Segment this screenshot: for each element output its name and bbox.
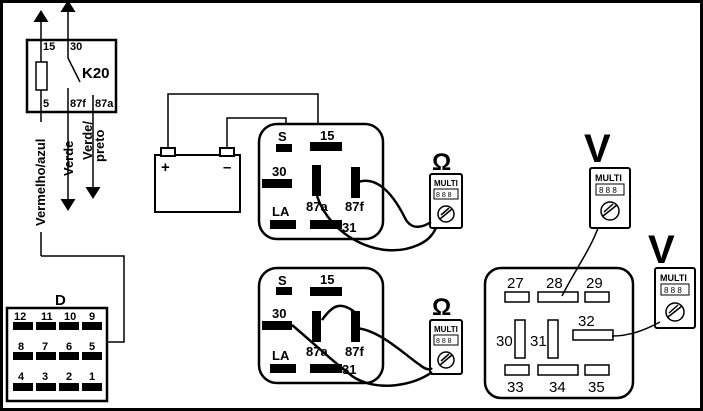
meter-digits: 8 8 8 [599,186,617,195]
meter-brand: MULTI [660,273,687,283]
meter-display [595,183,625,196]
d-pin: 6 [66,341,72,353]
socket-30: 30 [496,333,513,350]
meter-digits: 8 8 8 [436,192,452,199]
relay-bottom-87f: 87f [345,344,364,359]
d-pin: 12 [14,311,26,323]
d-pin: 2 [66,371,72,383]
relay-top-30: 30 [272,164,286,179]
relay-bottom-87a: 87a [306,344,328,359]
k20-pin-15: 15 [43,41,55,53]
socket-33: 33 [507,379,524,396]
meter-display [433,334,459,346]
relay-top: S 15 30 87a 87f LA 31 [257,122,385,241]
meter-digits: 8 8 8 [436,338,452,345]
relay-bottom: S 15 30 87a 87f LA 31 [257,266,385,385]
connector-d: D 12 11 10 9 8 7 6 5 4 3 2 1 [5,292,109,403]
volt-symbol-1: V [584,127,611,171]
socket-27: 27 [507,275,524,292]
meter-display [433,188,459,200]
socket-35: 35 [588,379,605,396]
relay-top-la: LA [272,204,290,219]
relay-top-s: S [278,129,287,144]
meter-display [660,283,690,296]
ohm-symbol-bottom: Ω [432,294,451,321]
volt-symbol-2: V [648,228,675,272]
relay-bottom-s: S [278,273,287,288]
socket-34: 34 [549,379,566,396]
d-pin: 3 [42,371,48,383]
socket-28: 28 [546,275,563,292]
multimeter-ohm-bottom: Ω MULTI 8 8 8 [429,294,463,375]
meter-body [589,167,631,229]
wire-label-verde: Verde [61,141,76,176]
wire-label-verde-preto-2: preto [92,129,107,162]
relay-bottom-31: 31 [342,362,356,377]
relay-top-87f: 87f [345,199,364,214]
relay-top-15: 15 [320,128,334,143]
multimeter-volt-2: V MULTI 8 8 8 [648,228,696,329]
multimeter-volt-1: V MULTI 8 8 8 [584,127,631,229]
d-pin: 7 [42,341,48,353]
meter-brand: MULTI [434,325,458,334]
battery-minus: – [223,159,231,176]
meter-body [654,267,696,329]
meter-brand: MULTI [595,173,622,183]
relay-bottom-15: 15 [320,272,334,287]
battery: + – [154,93,319,213]
wire-label-vermelho-azul: Vermelho/azul [33,139,48,226]
k20-relay: 15 30 K20 5 87f 87a Vermelho/azul Verde … [25,0,125,350]
socket-32: 32 [578,313,595,330]
battery-body [154,154,241,213]
k20-label: K20 [82,65,110,82]
socket-29: 29 [586,275,603,292]
d-pin: 11 [41,311,53,323]
d-pin: 8 [18,341,24,353]
multimeter-ohm-top: Ω MULTI 8 8 8 [429,149,463,229]
relay-top-31: 31 [342,220,356,235]
relay-bottom-la: LA [272,348,290,363]
meter-brand: MULTI [434,179,458,188]
battery-plus: + [161,159,170,176]
k20-pin-30: 30 [70,41,82,53]
test-leads [291,179,661,387]
d-pin: 5 [89,341,95,353]
d-pin: 9 [89,311,95,323]
k20-coil [35,61,48,91]
k20-pin-5: 5 [43,98,49,110]
meter-digits: 8 8 8 [664,286,682,295]
relay-socket: 27 28 29 30 31 32 33 34 35 [483,266,635,400]
k20-pin-87a: 87a [95,98,114,110]
relay-bottom-30: 30 [272,306,286,321]
d-pin: 1 [89,371,95,383]
socket-31: 31 [530,333,547,350]
k20-pin-87f: 87f [70,98,86,110]
ohm-symbol-top: Ω [432,149,451,176]
wire-label-verde-preto-1: Verde/ [80,121,95,160]
d-pin: 4 [18,371,25,383]
d-pin: 10 [64,311,76,323]
connector-d-title: D [55,292,66,309]
